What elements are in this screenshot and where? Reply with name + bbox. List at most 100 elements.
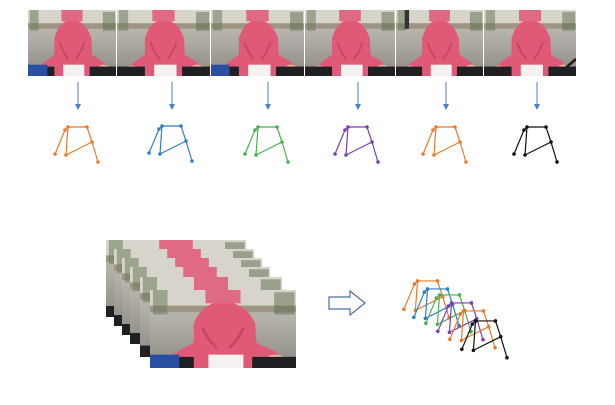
skeleton-6-bone-1	[513, 129, 525, 155]
skeleton-1-bone-4	[86, 126, 93, 143]
overlay-skeleton-6-joint-3	[473, 319, 478, 323]
overlay-skeleton-1-bone-5	[442, 296, 450, 318]
skeleton-4-bone-1	[334, 129, 346, 155]
skeleton-5-joint-4	[453, 125, 457, 129]
skeleton-5	[421, 125, 468, 164]
skeleton-2-joint-3	[160, 124, 164, 128]
frame-2-image	[117, 10, 210, 76]
skeleton-2-joint-5	[184, 139, 188, 143]
skeleton-6-joint-7	[523, 153, 527, 157]
skeleton-4-bone-5	[371, 141, 379, 163]
skeleton-2-bone-7	[159, 140, 187, 155]
skeleton-2-joint-6	[190, 159, 194, 163]
transform-arrow	[328, 289, 366, 317]
skeleton-3	[243, 125, 290, 164]
skeleton-1-bone-7	[65, 141, 93, 156]
overlay-skeleton-4-bone-6	[448, 302, 453, 333]
overlay-skeleton-3-joint-4	[457, 293, 462, 297]
down-arrow-5	[443, 82, 449, 110]
overlay-skeleton-6-bone-5	[500, 336, 508, 358]
overlay-skeleton-4-joint-4	[469, 301, 474, 305]
overlay-skeleton-4-joint-1	[436, 329, 440, 334]
skeleton-6-joint-2	[522, 128, 526, 132]
skeleton-1-bone-6	[65, 126, 69, 156]
skeleton-5-bone-4	[454, 126, 461, 143]
overlay-skeleton-1-bone-1	[403, 283, 415, 310]
overlay-skeleton-3	[424, 293, 473, 334]
overlay-skeleton-6-bone-1	[461, 323, 473, 350]
skeleton-1-bone-5	[91, 141, 99, 163]
overlay-skeleton-5-bone-5	[488, 326, 496, 348]
skeleton-3-joint-1	[243, 152, 247, 156]
skeleton-6-joint-4	[544, 125, 548, 129]
down-arrow-6	[534, 82, 540, 110]
frame-6-image	[484, 10, 576, 76]
skeleton-3-joint-7	[254, 153, 258, 157]
overlay-skeleton-2-joint-3	[425, 287, 430, 291]
overlay-skeleton-6-joint-4	[493, 319, 498, 323]
skeleton-2-joint-1	[147, 151, 151, 155]
overlay-skeleton-1-joint-4	[435, 279, 440, 283]
skeleton-6	[512, 125, 559, 164]
overlay-skeleton-5-joint-2	[458, 312, 463, 316]
skeleton-1-joint-5	[90, 140, 94, 144]
overlay-skeleton-5-bone-6	[460, 310, 465, 341]
overlay-skeleton-4-joint-2	[446, 304, 451, 308]
overlay-skeleton-1-joint-3	[415, 279, 420, 283]
skeleton-3-joint-6	[286, 160, 290, 164]
overlay-skeleton-4-bone-1	[437, 305, 449, 332]
skeleton-2-bone-6	[159, 125, 163, 155]
skeleton-4-joint-4	[365, 125, 369, 129]
skeleton-6-joint-6	[555, 160, 559, 164]
skeleton-4-joint-1	[333, 152, 337, 156]
overlay-skeleton-3-bone-1	[425, 297, 437, 324]
down-arrow-4	[355, 82, 361, 110]
skeleton-5-joint-5	[458, 140, 462, 144]
overlay-skeleton-5-bone-4	[482, 310, 490, 327]
overlay-skeleton-6	[460, 319, 509, 360]
overlay-skeleton-6-joint-1	[460, 347, 464, 352]
skeleton-6-bone-6	[524, 126, 528, 156]
overlay-skeleton-1-bone-6	[414, 280, 419, 311]
skeleton-1-bone-1	[54, 129, 66, 155]
overlaid-skeletons	[402, 279, 509, 360]
overlay-skeleton-1-joint-5	[440, 294, 445, 299]
skeleton-6-bone-4	[545, 126, 552, 143]
overlay-skeleton-1-joint-2	[412, 282, 417, 286]
skeleton-5-bone-7	[433, 141, 461, 156]
skeleton-3-joint-3	[256, 125, 260, 129]
skeleton-3-bone-5	[281, 141, 289, 163]
overlay-skeleton-6-bone-4	[494, 320, 502, 337]
skeleton-4-joint-2	[343, 128, 347, 132]
overlay-skeleton-6-joint-5	[498, 334, 503, 339]
stacked-frames	[106, 240, 296, 368]
overlay-skeleton-5-joint-5	[486, 324, 491, 329]
skeleton-1-joint-6	[96, 160, 100, 164]
skeleton-1-joint-7	[64, 153, 68, 157]
skeleton-4	[333, 125, 380, 164]
overlay-skeleton-4-joint-3	[449, 301, 454, 305]
overlay-skeleton-2-joint-2	[422, 290, 427, 294]
skeleton-4-joint-3	[346, 125, 350, 129]
top-frame-strip	[28, 10, 576, 76]
skeleton-1-joint-2	[63, 128, 67, 132]
overlay-skeleton-2-bone-1	[413, 291, 425, 318]
skeleton-5-joint-2	[431, 128, 435, 132]
overlay-skeleton-2-joint-4	[445, 287, 450, 291]
overlay-skeleton-6-joint-7	[471, 348, 476, 353]
skeleton-3-bone-7	[255, 141, 283, 156]
skeleton-6-joint-3	[525, 125, 529, 129]
skeleton-6-bone-5	[550, 141, 558, 163]
skeleton-6-joint-5	[549, 140, 553, 144]
skeleton-4-joint-6	[376, 160, 380, 164]
skeleton-3-bone-4	[276, 126, 283, 143]
skeleton-3-joint-5	[280, 140, 284, 144]
skeleton-3-bone-1	[244, 129, 256, 155]
down-arrow-3	[265, 82, 271, 110]
overlay-skeleton-3-bone-6	[436, 294, 441, 325]
overlay-skeleton-5-joint-7	[459, 338, 464, 343]
skeleton-1-joint-1	[53, 152, 57, 156]
skeleton-4-joint-7	[344, 153, 348, 157]
overlay-skeleton-2-bone-6	[424, 288, 429, 319]
